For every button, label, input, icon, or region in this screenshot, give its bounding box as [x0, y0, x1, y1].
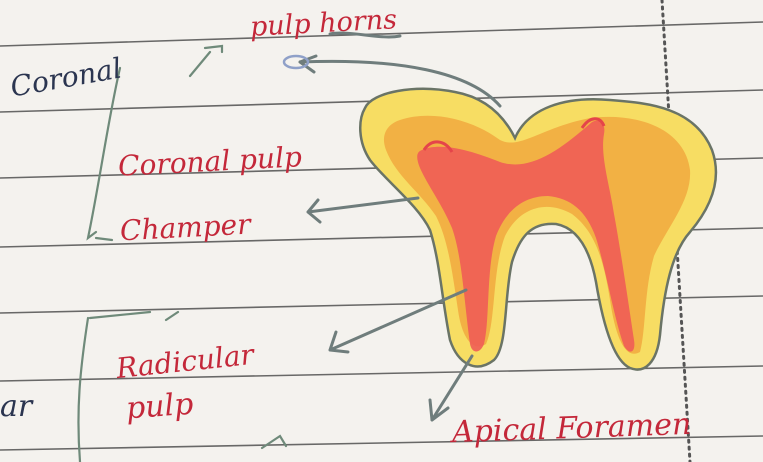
radicular-pulp-label: pulp	[125, 390, 194, 425]
ruled-line	[0, 366, 763, 381]
edge-fragment-label: ar	[0, 392, 32, 422]
tooth-drawing	[360, 89, 716, 370]
coronal-bracket-tail	[96, 238, 112, 240]
radicular-bracket-tip	[262, 436, 286, 448]
apical-foramen-label: Apical Foramen	[452, 410, 692, 448]
chamber-label: Champer	[119, 211, 251, 246]
pulp-horns-label: pulp horns	[249, 6, 397, 41]
chamber-arrow	[308, 198, 418, 222]
radicular-bracket	[78, 312, 178, 462]
apical-foramen-arrow	[430, 356, 472, 420]
